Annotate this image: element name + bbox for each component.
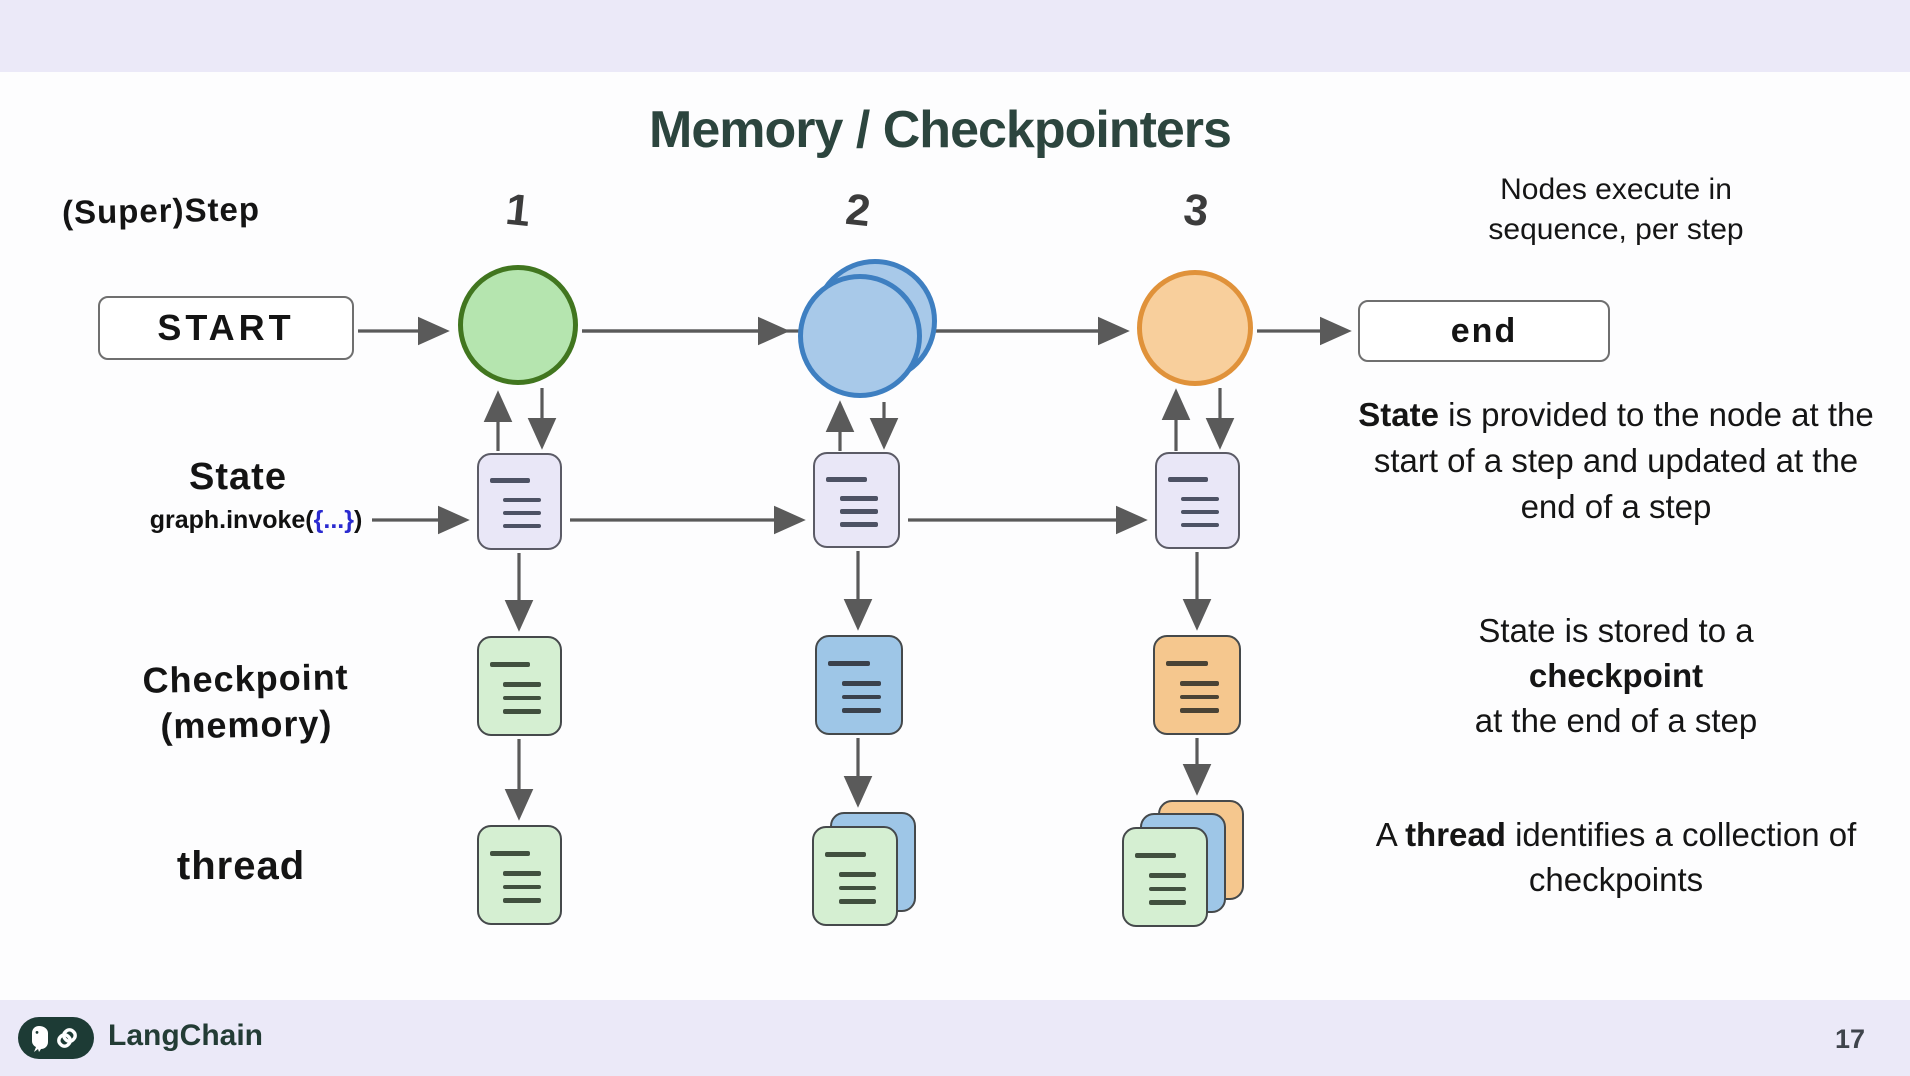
checkpoint-doc-step2 (815, 635, 903, 735)
thread-note: A thread identifies a collection of chec… (1356, 812, 1876, 902)
state-doc-step3 (1155, 452, 1240, 549)
thread-note-prefix: A (1375, 816, 1406, 853)
brand-name: LangChain (108, 1019, 263, 1052)
nodes-execute-line1: Nodes execute in (1500, 173, 1732, 206)
checkpoint-note-bold: checkpoint (1528, 657, 1704, 694)
checkpoint-note: State is stored to a checkpoint at the e… (1356, 608, 1876, 743)
start-node-label: START (157, 307, 295, 348)
checkpoint-doc-step1 (477, 636, 562, 736)
checkpoint-note-line3: at the end of a step (1474, 702, 1758, 739)
node-circle-step1 (458, 265, 578, 385)
top-accent-strip (0, 0, 1910, 72)
slide-title: Memory / Checkpointers (649, 101, 1232, 159)
state-row-label: State (189, 456, 287, 498)
checkpoint-note-line1: State is stored to a (1478, 612, 1754, 649)
chain-link-icon (57, 1028, 77, 1048)
thread-note-bold: thread (1405, 816, 1506, 853)
page-number: 17 (1834, 1024, 1866, 1054)
step-number-1: 1 (503, 184, 533, 237)
nodes-execute-note: Nodes execute in sequence, per step (1356, 170, 1876, 250)
state-doc-step2 (813, 452, 900, 548)
nodes-execute-line2: sequence, per step (1488, 213, 1744, 246)
invoke-prefix: graph.invoke( (149, 506, 314, 534)
state-doc-step1 (477, 453, 562, 550)
state-note-rest: is provided to the node at the start of … (1373, 396, 1874, 525)
parrot-icon (32, 1026, 48, 1052)
graph-invoke-code: graph.invoke({...}) (146, 506, 366, 535)
thread-doc-step3 (1122, 827, 1208, 927)
invoke-braces: {...} (313, 506, 354, 534)
end-node: end (1358, 300, 1610, 362)
checkpoint-label-line1: Checkpoint (142, 656, 349, 701)
state-note: State is provided to the node at the sta… (1356, 392, 1876, 530)
footer-bar (0, 1000, 1910, 1076)
checkpoint-label-line2: (memory) (160, 702, 333, 747)
state-note-bold: State (1358, 396, 1439, 433)
langchain-logo-icon (18, 1017, 94, 1059)
step-number-2: 2 (843, 184, 873, 237)
checkpoint-row-label: Checkpoint (memory) (135, 654, 357, 750)
node-circle-step3 (1137, 270, 1253, 386)
step-number-3: 3 (1181, 184, 1211, 237)
thread-note-suffix: identifies a collection of checkpoints (1505, 816, 1857, 898)
end-node-label: end (1450, 311, 1518, 350)
superstep-label: (Super)Step (61, 190, 261, 231)
thread-row-label: thread (176, 844, 306, 888)
invoke-suffix: ) (353, 506, 363, 534)
node-circle-step2 (798, 274, 922, 398)
parrot-chain-icon (32, 1026, 77, 1052)
thread-doc-step1 (477, 825, 562, 925)
checkpoint-doc-step3 (1153, 635, 1241, 735)
start-node: START (98, 296, 354, 360)
thread-doc-step2 (812, 826, 898, 926)
